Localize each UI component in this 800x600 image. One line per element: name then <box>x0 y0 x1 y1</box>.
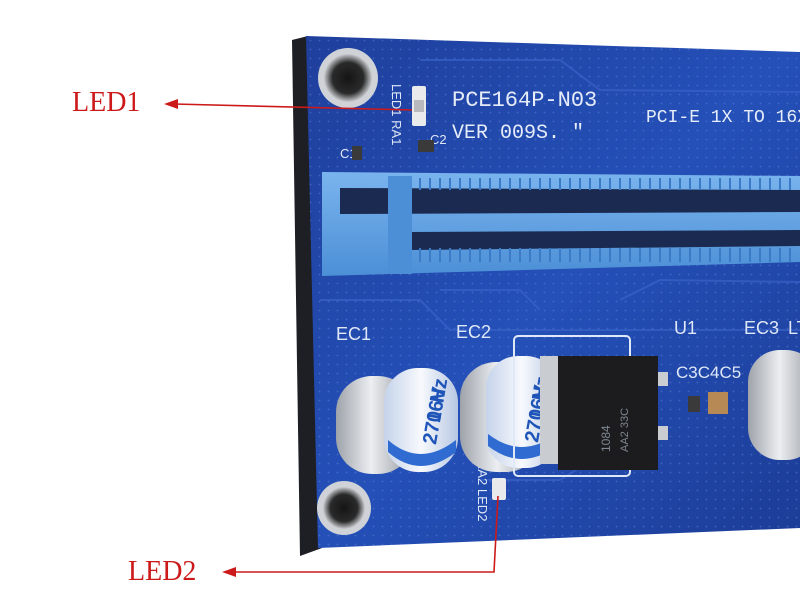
smd-part <box>708 392 728 414</box>
pcb-traces <box>320 59 800 481</box>
led1-component <box>412 86 426 126</box>
capacitor-ec3 <box>748 350 800 460</box>
mount-hole-bottom <box>317 481 371 535</box>
silk-led1: LED1 RA1 <box>389 84 404 145</box>
led2-callout-label: LED2 <box>128 556 197 587</box>
silk-led2: RA2 LED2 <box>475 460 490 521</box>
silk-description: PCI-E 1X TO 16X <box>646 108 800 128</box>
silk-part-number: PCE164P-N03 <box>452 88 597 113</box>
smd-part <box>352 146 362 160</box>
ec1-series: Hz <box>426 377 452 405</box>
silk-u1: U1 <box>674 318 697 338</box>
silk-c2: C2 <box>430 132 447 147</box>
capacitor-ec1: 270 16V Hz <box>336 368 458 474</box>
smd-part <box>688 396 700 412</box>
regulator-text-2: AA2 33C <box>619 408 631 452</box>
led2-callout-arrow <box>222 495 499 577</box>
silk-c3c4c5: C3C4C5 <box>676 363 741 382</box>
silk-version: VER 009S. " <box>452 122 584 145</box>
led1-callout-arrow <box>164 99 413 111</box>
regulator-u1: 1084 AA2 33C <box>513 335 668 477</box>
silk-lt: LT <box>788 318 800 338</box>
led1-callout-label: LED1 <box>72 87 141 118</box>
silk-ec3: EC3 <box>744 318 779 338</box>
led2-component <box>492 478 506 500</box>
silk-ec2: EC2 <box>456 322 491 342</box>
mount-hole-top <box>318 48 378 108</box>
silk-ec1: EC1 <box>336 324 371 344</box>
regulator-text-1: 1084 <box>599 425 613 452</box>
pcb-edge <box>292 36 322 556</box>
pcie-x16-slot <box>322 172 800 276</box>
smd-part <box>418 140 434 152</box>
